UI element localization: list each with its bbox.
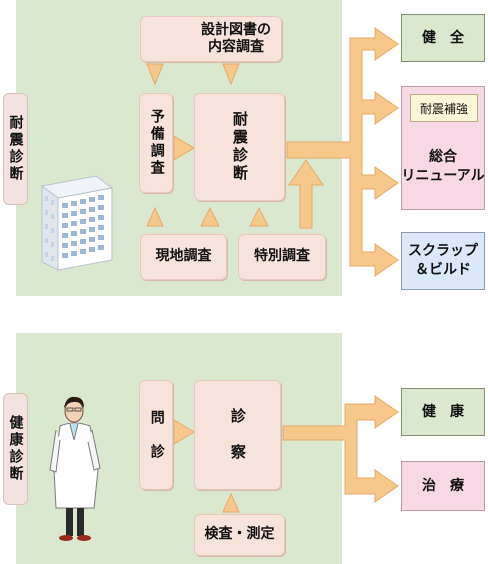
arrow-review-to-diagnosis (222, 63, 240, 86)
arrow-site-to-preliminary (146, 206, 164, 227)
output-scrap-and-build: スクラップ ＆ビルド (401, 232, 485, 290)
output-sound: 健 全 (401, 14, 485, 62)
special-survey-box: 特別調査 (238, 234, 326, 280)
design-document-review-text: 設計図書の 内容調査 (201, 21, 271, 56)
seismic-diagnosis-box: 耐震診断 (194, 93, 285, 201)
interview-box: 問 診 (139, 380, 173, 490)
design-document-review-box: 設計図書の 内容調査 (140, 16, 282, 62)
arrow-diagnosis-branches (286, 27, 399, 277)
seismic-reinforcement-tag: 耐震補強 (410, 94, 478, 122)
doctor-illustration (49, 396, 101, 541)
site-survey-box: 現地調査 (140, 234, 227, 280)
preliminary-survey-box: 予備調査 (139, 93, 173, 193)
arrow-tests-to-examination (222, 492, 240, 513)
health-checkup-label: 健康診断 (3, 393, 28, 505)
examination-box: 診 察 (194, 380, 281, 490)
output-healthy: 健 康 (401, 388, 485, 436)
arrow-examination-branches (282, 395, 399, 503)
tests-measurement-box: 検査・測定 (194, 514, 285, 556)
building-illustration (40, 175, 114, 271)
earthquake-diagnosis-label: 耐震診断 (3, 93, 28, 205)
arrow-site-to-diagnosis (200, 206, 220, 227)
arrow-review-to-preliminary (146, 63, 164, 86)
arrow-preliminary-to-diagnosis (173, 135, 195, 161)
output-treatment: 治 療 (401, 461, 485, 511)
arrow-interview-to-examination (173, 419, 195, 445)
arrow-special-survey-up (288, 159, 324, 229)
arrow-special-to-diagnosis (249, 206, 269, 227)
